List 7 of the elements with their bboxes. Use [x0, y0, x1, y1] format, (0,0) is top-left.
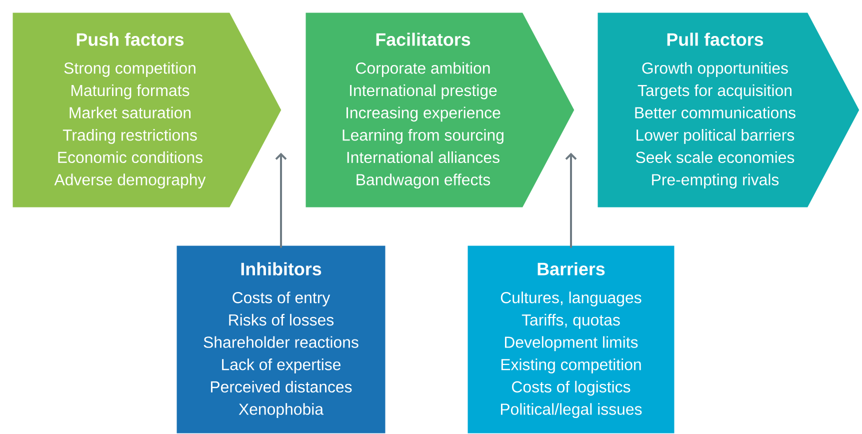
- text-box: Barriers Cultures, languages Tariffs, quotas Development limits Existing competition Costs of logistics Political/legal issues: [466, 244, 676, 434]
- text-box: Inhibitors Costs of entry Risks of losses Shareholder reactions Lack of expertise Perceived distances Xenophobia: [175, 244, 387, 434]
- chevron-box: Push factors Strong competition Maturing formats Market saturation Trading restrictions Economic conditions Adverse demography: [11, 11, 283, 209]
- chevron-box: Facilitators Corporate ambition International prestige Increasing experience Learning from sourcing International alliances Bandwagon effects: [304, 11, 576, 209]
- arrow: [565, 152, 577, 248]
- arrow: [275, 152, 287, 248]
- chevron-box: Pull factors Growth opportunities Targets for acquisition Better communications Lower political barriers Seek scale economies Pre-empting rivals: [596, 11, 861, 209]
